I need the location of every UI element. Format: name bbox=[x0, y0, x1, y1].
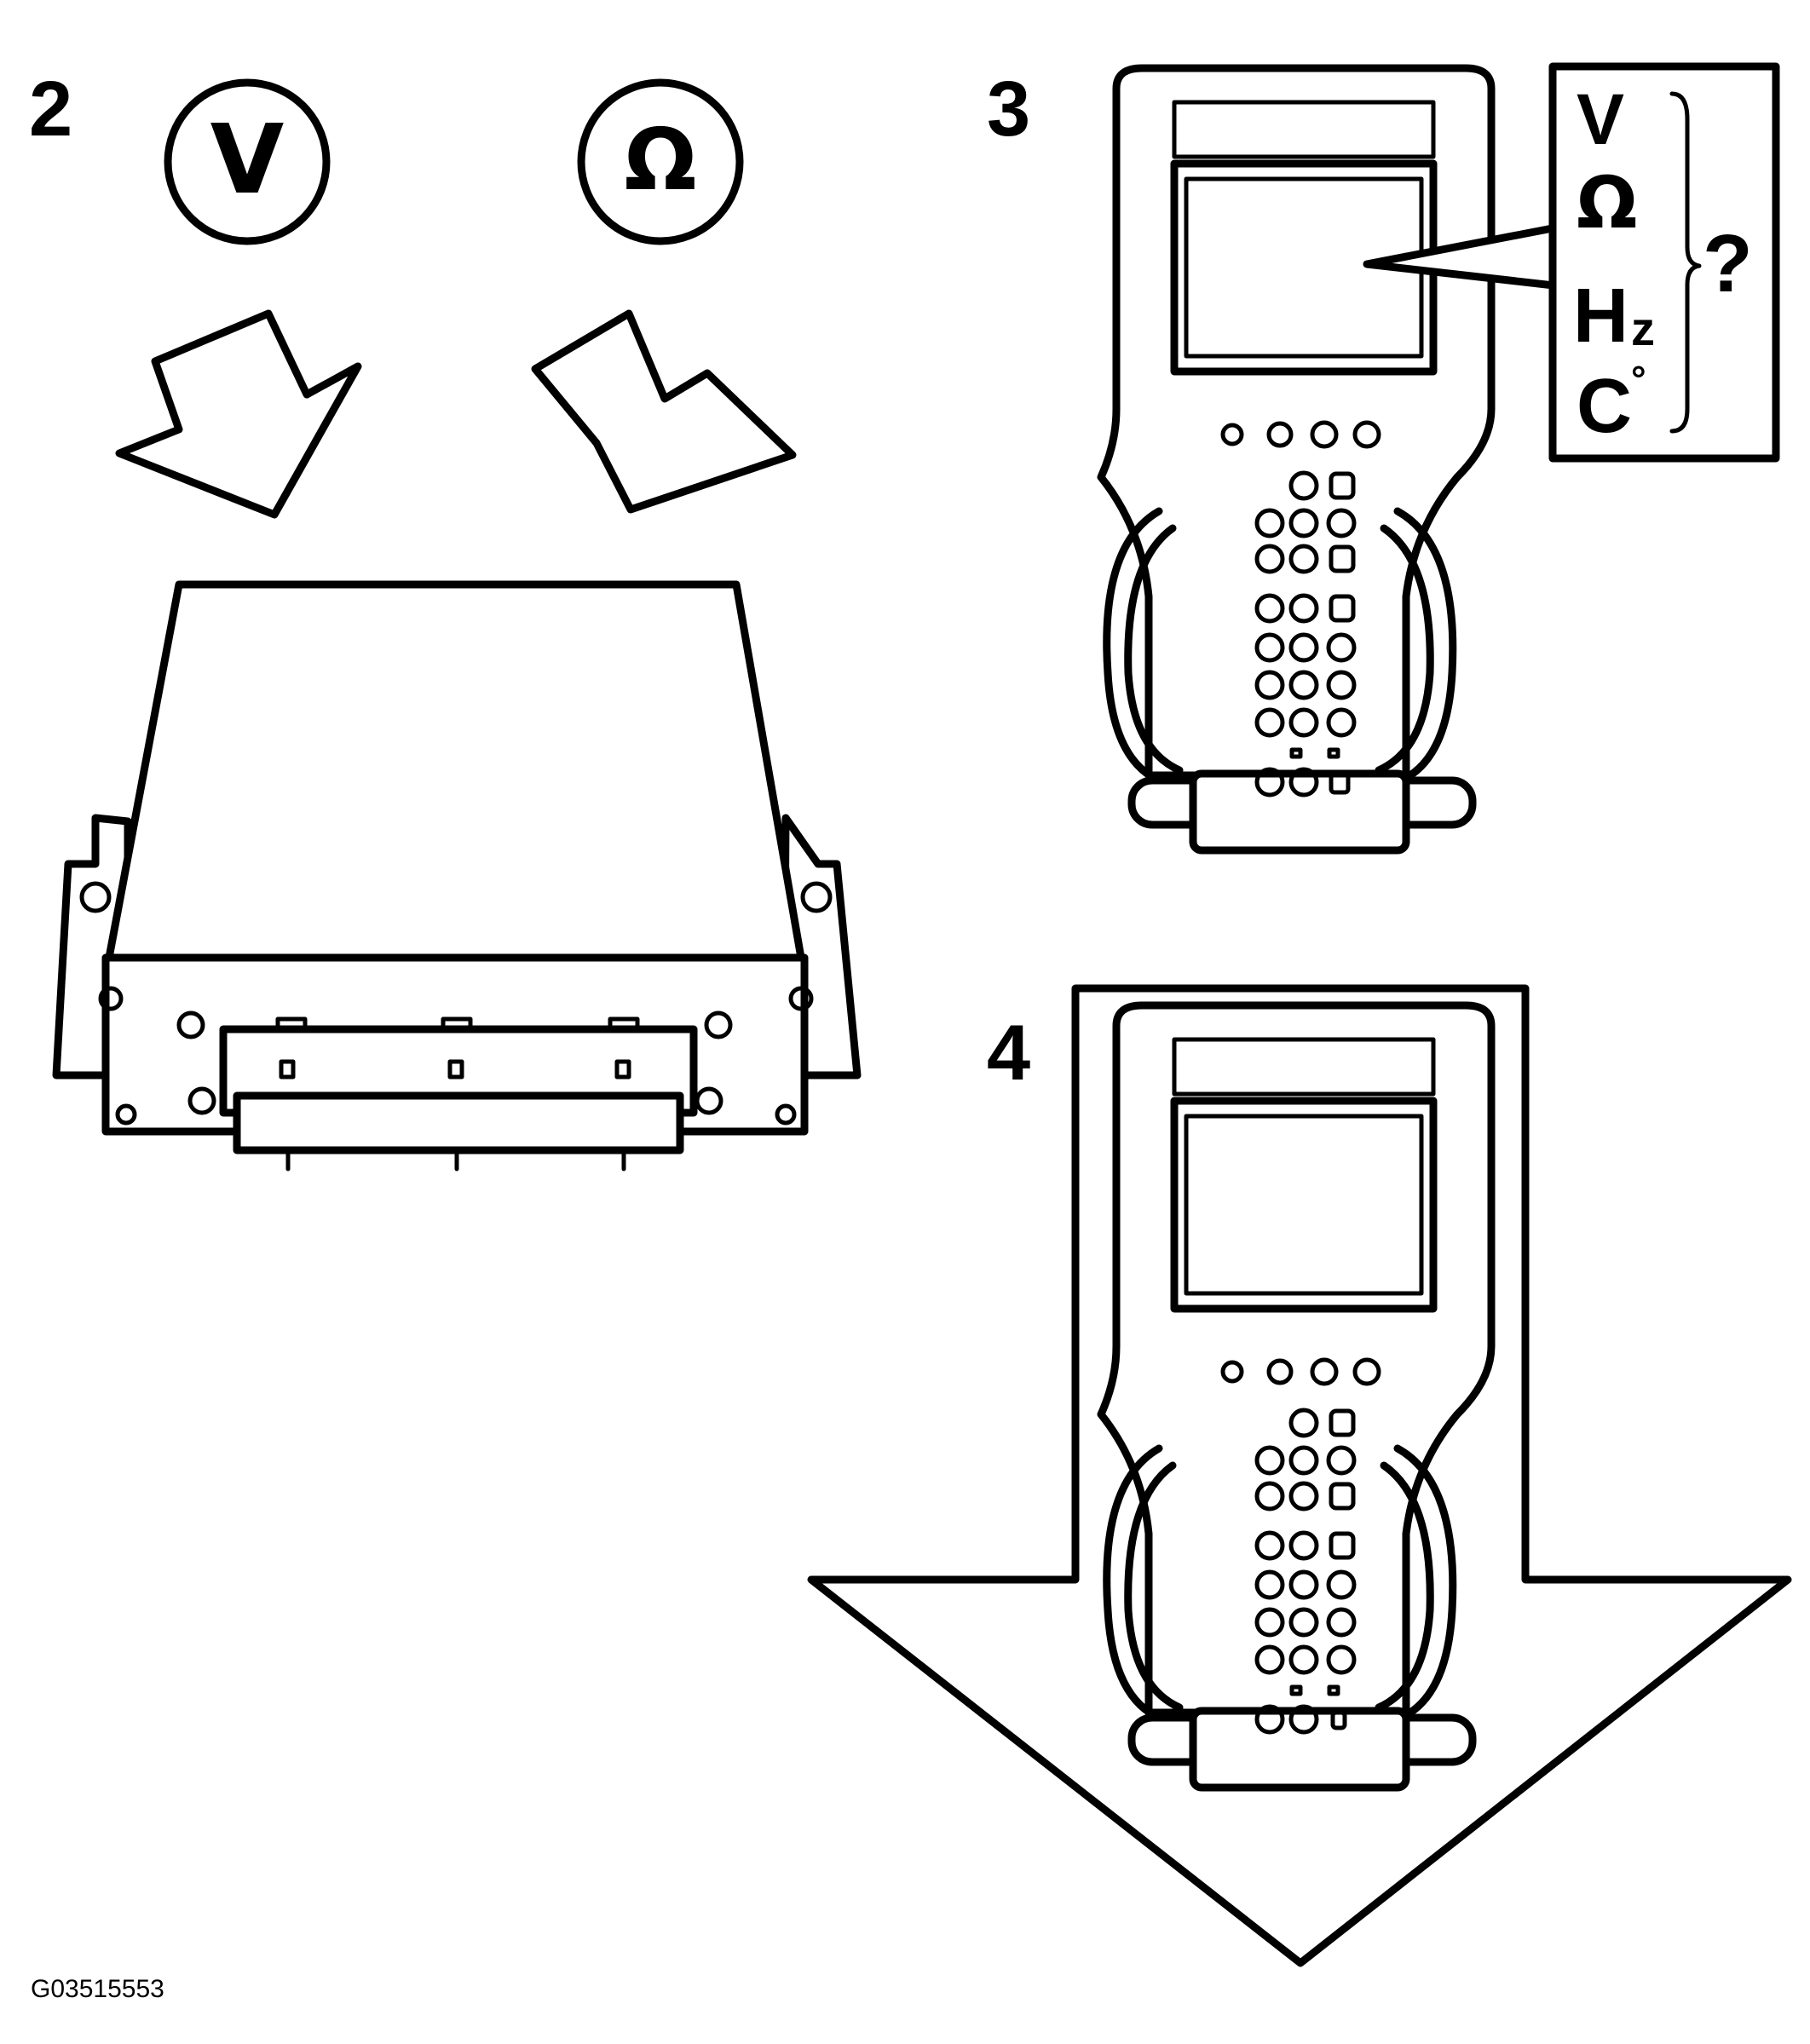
voltage-symbol-label: V bbox=[210, 105, 285, 216]
step-number-3: 3 bbox=[987, 66, 1031, 153]
arrow-down-left-icon bbox=[531, 309, 797, 514]
unit-hertz-z: z bbox=[1631, 302, 1655, 355]
step-number-2: 2 bbox=[29, 66, 73, 153]
unit-volt: V bbox=[1577, 79, 1625, 159]
control-module bbox=[52, 580, 862, 1172]
scan-tool-step4 bbox=[1097, 1001, 1496, 1792]
question-mark: ? bbox=[1703, 218, 1753, 309]
figure-id: G03515553 bbox=[31, 1975, 164, 2003]
arrow-down-right-icon bbox=[115, 309, 362, 519]
unit-ohm: Ω bbox=[1577, 161, 1638, 245]
step-number-4: 4 bbox=[987, 1010, 1031, 1097]
unit-hertz-h: H bbox=[1573, 273, 1628, 359]
ohm-symbol-label: Ω bbox=[624, 110, 697, 210]
measurement-callout bbox=[1363, 62, 1780, 463]
ohm-symbol-circle bbox=[577, 78, 744, 245]
scan-tool-step3 bbox=[1097, 64, 1496, 855]
unit-celsius: C bbox=[1577, 364, 1632, 449]
voltage-symbol-circle bbox=[164, 78, 331, 245]
unit-degree: ° bbox=[1631, 359, 1646, 400]
